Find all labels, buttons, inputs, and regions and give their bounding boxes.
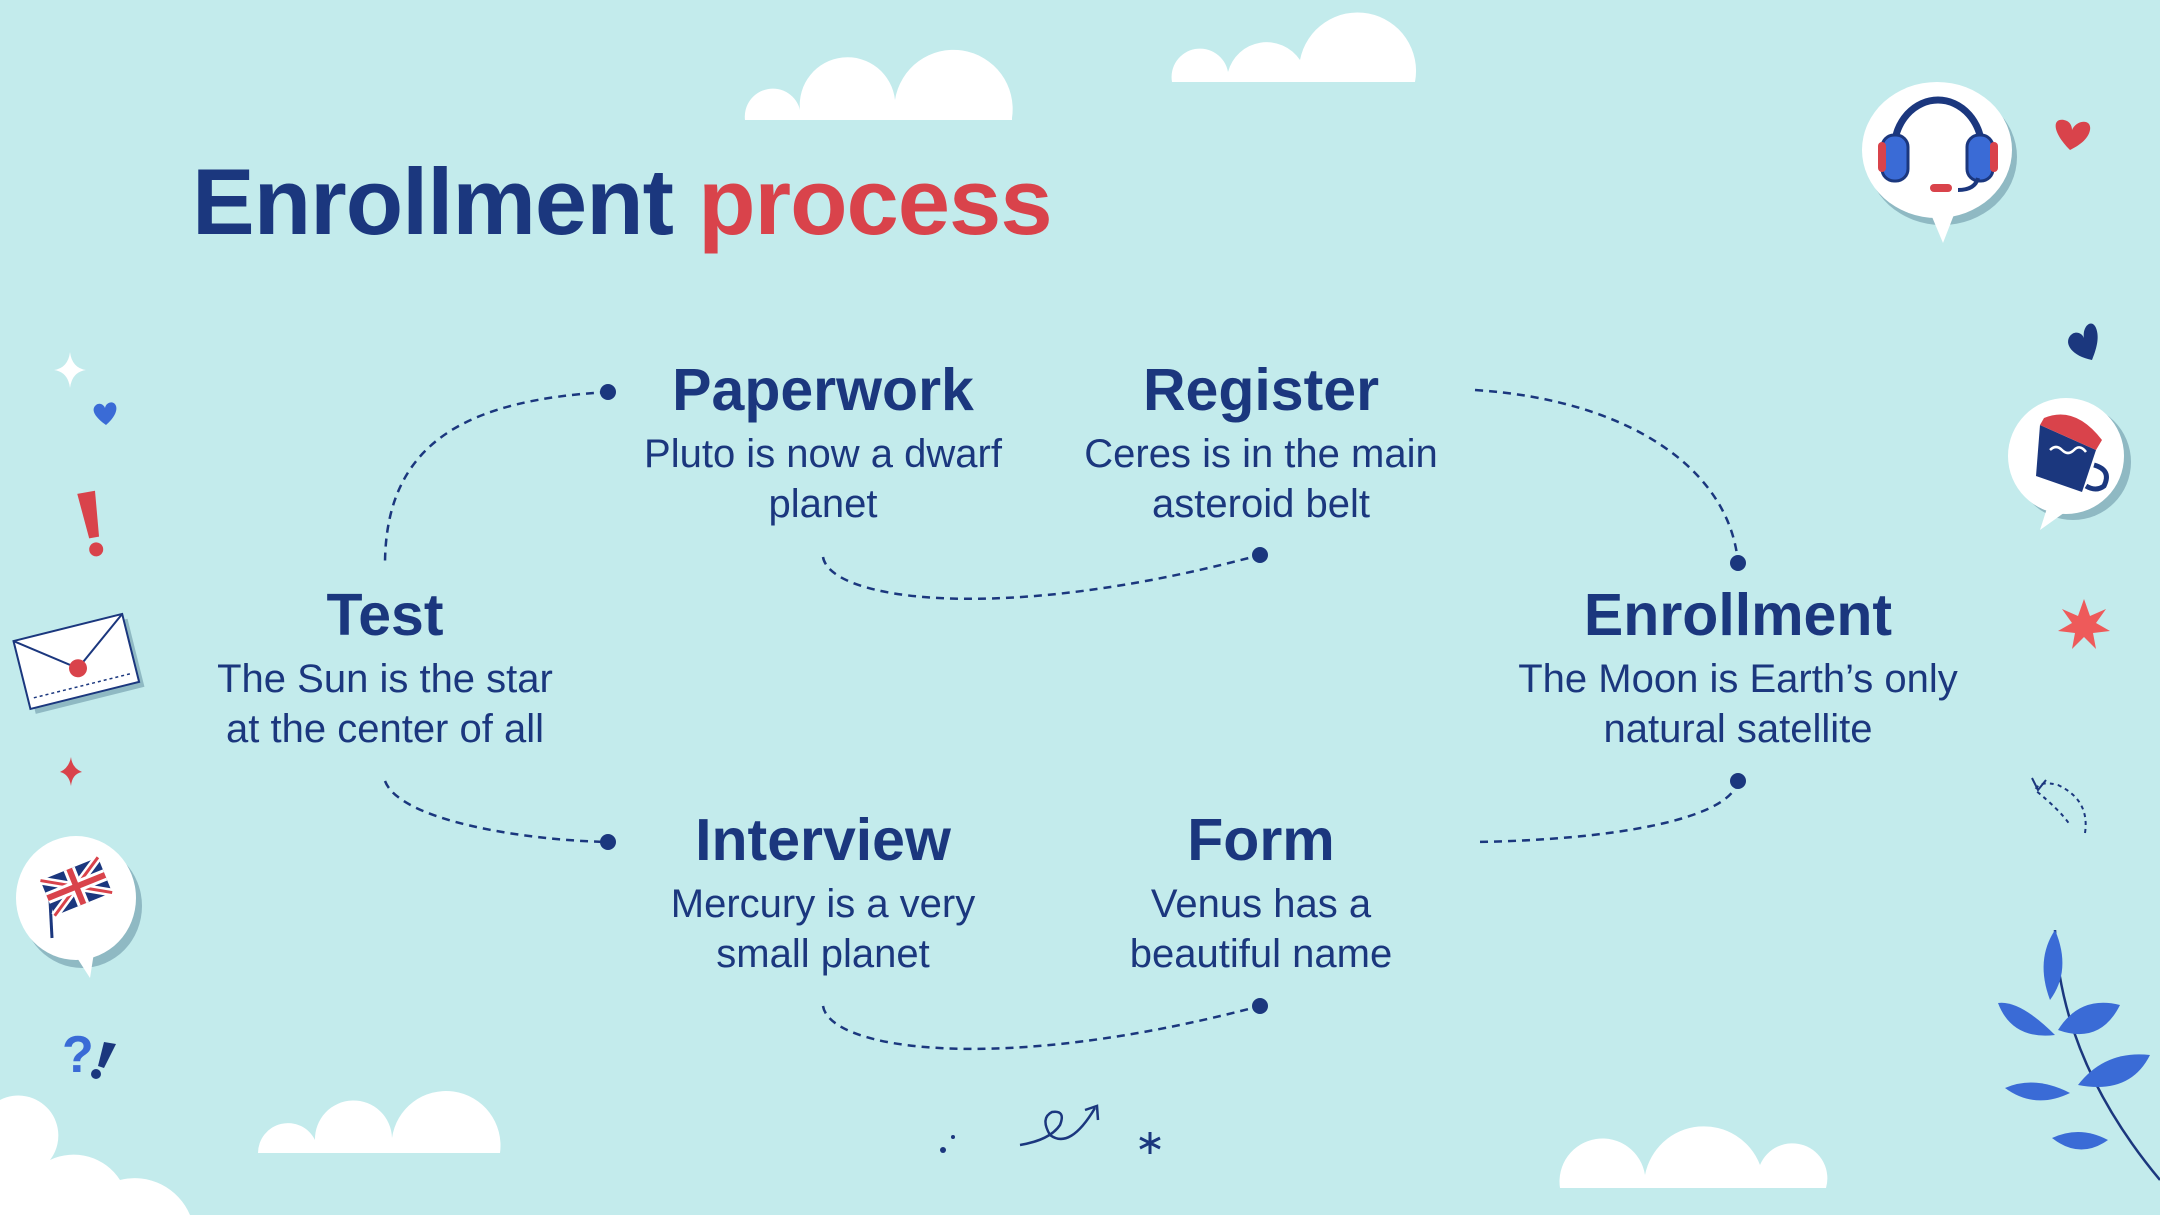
heart-icon bbox=[2068, 323, 2098, 360]
step-heading: Enrollment bbox=[1583, 582, 1893, 648]
step-paperwork: Paperwork Pluto is now a dwarf planet bbox=[593, 355, 1053, 529]
svg-text:?: ? bbox=[62, 1026, 94, 1084]
step-register: Register Ceres is in the main asteroid b… bbox=[1031, 355, 1491, 529]
step-interview: Interview Mercury is a very small planet bbox=[593, 805, 1053, 979]
step-description-line: Venus has a bbox=[1150, 882, 1372, 926]
step-form: Form Venus has a beautiful name bbox=[1031, 805, 1491, 979]
sparkle-icon bbox=[60, 757, 82, 786]
question-exclamation-icon: ? bbox=[62, 1026, 116, 1084]
step-heading: Interview bbox=[695, 807, 951, 873]
step-description-line: The Sun is the star bbox=[217, 657, 553, 701]
step-heading: Paperwork bbox=[672, 357, 974, 423]
swirl-arrow-icon bbox=[2033, 782, 2087, 834]
title-accent: process bbox=[698, 149, 1053, 254]
step-description-line: Pluto is now a dwarf bbox=[644, 432, 1002, 476]
page-title: Enrollment process bbox=[192, 148, 1053, 256]
step-description-line: Mercury is a very bbox=[670, 882, 976, 926]
cloud bbox=[258, 1090, 501, 1153]
step-description-line: natural satellite bbox=[1603, 707, 1873, 751]
step-heading: Test bbox=[326, 582, 444, 648]
step-heading: Form bbox=[1187, 807, 1335, 873]
exclamation-icon bbox=[77, 490, 104, 557]
step-description-line: The Moon is Earth’s only bbox=[1518, 657, 1958, 701]
cloud bbox=[1559, 1126, 1828, 1188]
step-description-line: beautiful name bbox=[1129, 932, 1393, 976]
step-description-line: Ceres is in the main bbox=[1084, 432, 1438, 476]
asterisk-icon bbox=[1139, 1132, 1161, 1154]
heart-icon bbox=[2055, 119, 2091, 150]
cloud bbox=[744, 49, 1013, 120]
step-description-line: at the center of all bbox=[226, 707, 544, 751]
cloud bbox=[1171, 12, 1417, 82]
starburst-icon bbox=[2058, 599, 2110, 649]
step-description-line: small planet bbox=[716, 932, 930, 976]
connector-dots bbox=[600, 384, 1746, 1014]
swirl-arrow-icon bbox=[1019, 1104, 1100, 1147]
sparkle-icon bbox=[54, 352, 86, 388]
step-test: Test The Sun is the star at the center o… bbox=[155, 580, 615, 754]
connector-lines bbox=[383, 388, 1740, 1051]
leaf-branch-icon bbox=[1998, 929, 2160, 1181]
uk-flag-icon bbox=[16, 836, 142, 978]
step-description-line: asteroid belt bbox=[1152, 482, 1370, 526]
cloud bbox=[0, 1095, 190, 1215]
step-enrollment: Enrollment The Moon is Earth’s only natu… bbox=[1508, 580, 1968, 754]
step-description-line: planet bbox=[768, 482, 878, 526]
heart-icon bbox=[93, 402, 117, 425]
mug-icon bbox=[2008, 398, 2131, 530]
title-main: Enrollment bbox=[192, 149, 674, 254]
headset-icon bbox=[1862, 82, 2017, 243]
step-heading: Register bbox=[1142, 357, 1380, 423]
envelope-icon bbox=[12, 612, 145, 714]
